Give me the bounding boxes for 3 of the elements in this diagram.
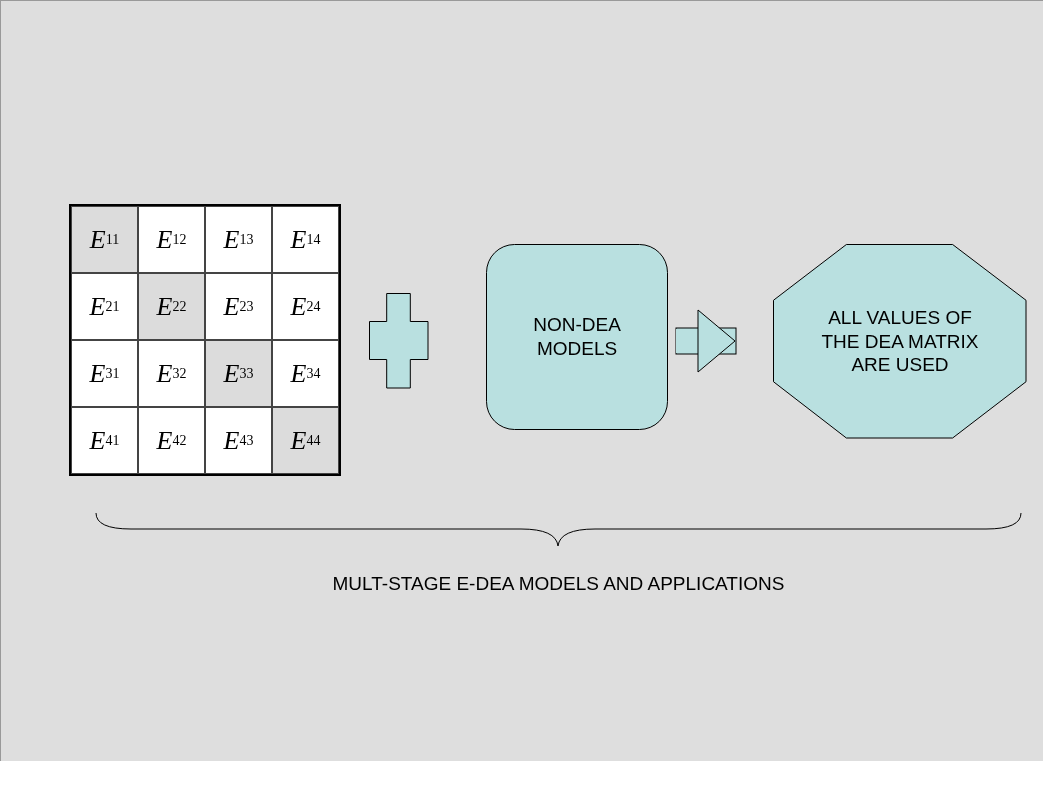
node-text: NON-DEA MODELS xyxy=(532,313,622,361)
node-text: ALL VALUES OF THE DEA MATRIX ARE USED xyxy=(820,305,980,378)
caption: MULT-STAGE E-DEA MODELS AND APPLICATIONS xyxy=(331,573,786,595)
